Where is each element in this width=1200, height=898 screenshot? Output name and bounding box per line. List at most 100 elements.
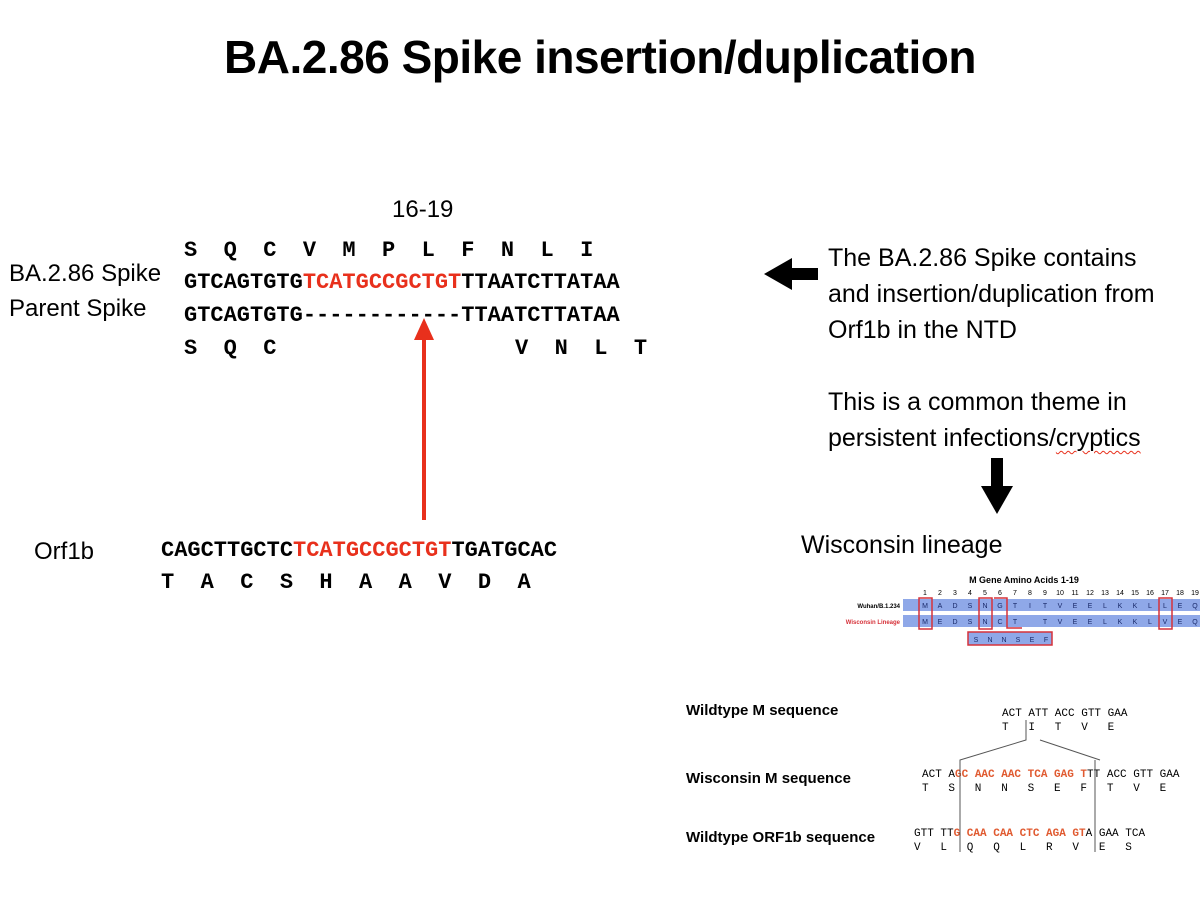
down-arrow-shaft bbox=[991, 458, 1003, 488]
parent-amino-acids-left: S Q C bbox=[184, 336, 277, 361]
m-gene-row1-residue: E bbox=[1178, 603, 1183, 610]
m-gene-insert-residue: N bbox=[1001, 637, 1006, 644]
m-gene-row2-bar bbox=[903, 615, 1200, 627]
wildtype-orf1b-codons-pre: GTT TT bbox=[914, 828, 954, 840]
wisconsin-m-codons-pre: ACT A bbox=[922, 769, 956, 781]
m-gene-row1-residue: S bbox=[968, 603, 973, 610]
m-gene-row1-residue: L bbox=[1148, 603, 1152, 610]
orf1b-sequence: CAGCTTGCTCTCATGCCGCTGTTGATGCAC bbox=[161, 538, 557, 563]
m-gene-insert-bar bbox=[967, 631, 1053, 646]
m-gene-row2-label: Wisconsin Lineage bbox=[846, 620, 901, 626]
note-common-theme-squiggle: cryptics bbox=[1055, 424, 1141, 452]
wildtype-m-codons: ACT ATT ACC GTT GAA bbox=[1002, 708, 1128, 720]
wisconsin-lineage-label: Wisconsin lineage bbox=[801, 531, 1003, 559]
m-gene-row2-residue: T bbox=[1013, 619, 1018, 626]
m-gene-position-number: 13 bbox=[1101, 590, 1109, 597]
note-common-theme-text: This is a common theme in persistent inf… bbox=[828, 388, 1127, 452]
m-gene-row2-residue: Q bbox=[1192, 619, 1198, 626]
ba286-spike-label: BA.2.86 Spike bbox=[9, 260, 162, 287]
orf1b-arrow-head bbox=[414, 318, 434, 340]
orf1b-amino-acids: T A C S H A A V D A bbox=[161, 570, 531, 595]
parent-seq-flank-left: GTCAGTGTG bbox=[184, 303, 303, 328]
m-gene-position-number: 1 bbox=[923, 590, 927, 597]
m-gene-insert-residue: N bbox=[987, 637, 992, 644]
m-gene-row2-residue: L bbox=[1103, 619, 1107, 626]
parent-spike-label: Parent Spike bbox=[9, 295, 147, 322]
m-gene-row1-residue: T bbox=[1013, 603, 1018, 610]
orf1b-seq-flank-right: TGATGCAC bbox=[451, 538, 558, 563]
note-common-theme: This is a common theme in persistent inf… bbox=[828, 384, 1193, 456]
connector-left bbox=[959, 720, 1027, 852]
parent-sequence: GTCAGTGTG------------TTAATCTTATAA bbox=[184, 303, 620, 328]
m-gene-box-pos6 bbox=[978, 597, 993, 630]
m-gene-row1-residue: E bbox=[1073, 603, 1078, 610]
down-arrow-head bbox=[981, 486, 1013, 514]
m-gene-position-number: 5 bbox=[983, 590, 987, 597]
m-gene-row2-residue: V bbox=[1058, 619, 1063, 626]
ba286-seq-flank-left: GTCAGTGTG bbox=[184, 270, 303, 295]
m-gene-title: M Gene Amino Acids 1-19 bbox=[969, 575, 1079, 585]
m-gene-row1-residue: N bbox=[982, 603, 987, 610]
m-gene-row2-residue: D bbox=[952, 619, 957, 626]
ba286-seq-flank-right: TTAATCTTATAA bbox=[461, 270, 620, 295]
parent-seq-flank-right: TTAATCTTATAA bbox=[461, 303, 620, 328]
orf1b-label: Orf1b bbox=[34, 538, 95, 565]
m-gene-position-number: 7 bbox=[1013, 590, 1017, 597]
m-gene-position-number: 15 bbox=[1131, 590, 1139, 597]
m-gene-row2-residue: E bbox=[1178, 619, 1183, 626]
m-gene-row2-residue: L bbox=[1148, 619, 1152, 626]
m-gene-row1-residue: V bbox=[1058, 603, 1063, 610]
m-gene-insert-residue: S bbox=[1016, 637, 1021, 644]
m-gene-row1-residue: G bbox=[997, 603, 1002, 610]
m-gene-row2-residue: T bbox=[1043, 619, 1048, 626]
m-gene-box-pos2 bbox=[918, 597, 933, 630]
m-gene-row2-residue: M bbox=[922, 619, 928, 626]
m-gene-row1-residue: L bbox=[1103, 603, 1107, 610]
m-gene-row1-residue: I bbox=[1029, 603, 1031, 610]
m-gene-row2-residue: E bbox=[1073, 619, 1078, 626]
note-arrow-shaft bbox=[790, 268, 818, 280]
wisconsin-m-aa: T S N N S E F T V E bbox=[922, 783, 1167, 795]
ba286-amino-acids: S Q C V M P L F N L I bbox=[184, 238, 594, 263]
m-gene-position-number: 6 bbox=[998, 590, 1002, 597]
m-gene-insert-residue: F bbox=[1044, 637, 1048, 644]
ba286-sequence: GTCAGTGTGTCATGCCGCTGTTTAATCTTATAA bbox=[184, 270, 620, 295]
m-gene-insert-residue: S bbox=[974, 637, 979, 644]
wildtype-orf1b-codons-post: A GAA TCA bbox=[1085, 828, 1146, 840]
m-gene-row1-residue: E bbox=[1088, 603, 1093, 610]
m-gene-position-number: 14 bbox=[1116, 590, 1124, 597]
wisconsin-m-codons: ACT AGC AAC AAC TCA GAG TTT ACC GTT GAA bbox=[922, 769, 1179, 781]
orf1b-seq-insertion: TCATGCCGCTGT bbox=[293, 538, 452, 563]
m-gene-row2-residue: E bbox=[1088, 619, 1093, 626]
m-gene-position-number: 8 bbox=[1028, 590, 1032, 597]
m-gene-row1-residue: D bbox=[952, 603, 957, 610]
m-gene-row1-residue: Q bbox=[1192, 603, 1198, 610]
position-label: 16-19 bbox=[392, 196, 454, 223]
m-gene-row1-residue: K bbox=[1133, 603, 1138, 610]
m-gene-row1-residue: T bbox=[1043, 603, 1048, 610]
m-gene-row2-residue: S bbox=[968, 619, 973, 626]
wisconsin-m-codons-insert: GC AAC AAC TCA GAG T bbox=[955, 769, 1088, 781]
m-gene-position-number: 4 bbox=[968, 590, 972, 597]
wildtype-m-aa: T I T V E bbox=[1002, 722, 1115, 734]
wildtype-orf1b-codons-red: G CAA CAA CTC AGA GT bbox=[953, 828, 1086, 840]
note-insertion: The BA.2.86 Spike contains and insertion… bbox=[828, 244, 1155, 344]
m-gene-position-number: 19 bbox=[1191, 590, 1199, 597]
m-gene-row2-residue: C bbox=[997, 619, 1002, 626]
m-gene-position-number: 18 bbox=[1176, 590, 1184, 597]
ba286-seq-insertion: TCATGCCGCTGT bbox=[302, 270, 462, 295]
m-gene-row2-residue: K bbox=[1133, 619, 1138, 626]
m-gene-position-number: 16 bbox=[1146, 590, 1154, 597]
m-gene-row1-bar bbox=[903, 599, 1200, 611]
wildtype-orf1b-aa: V L Q Q L R V E S bbox=[914, 842, 1132, 854]
page-title: BA.2.86 Spike insertion/duplication bbox=[224, 31, 976, 83]
m-gene-row1-label: Wuhan/B.1.234 bbox=[857, 604, 900, 610]
m-gene-position-number: 17 bbox=[1161, 590, 1169, 597]
m-gene-position-number: 9 bbox=[1043, 590, 1047, 597]
m-gene-position-number: 3 bbox=[953, 590, 957, 597]
m-gene-box-pos17 bbox=[1158, 597, 1173, 630]
